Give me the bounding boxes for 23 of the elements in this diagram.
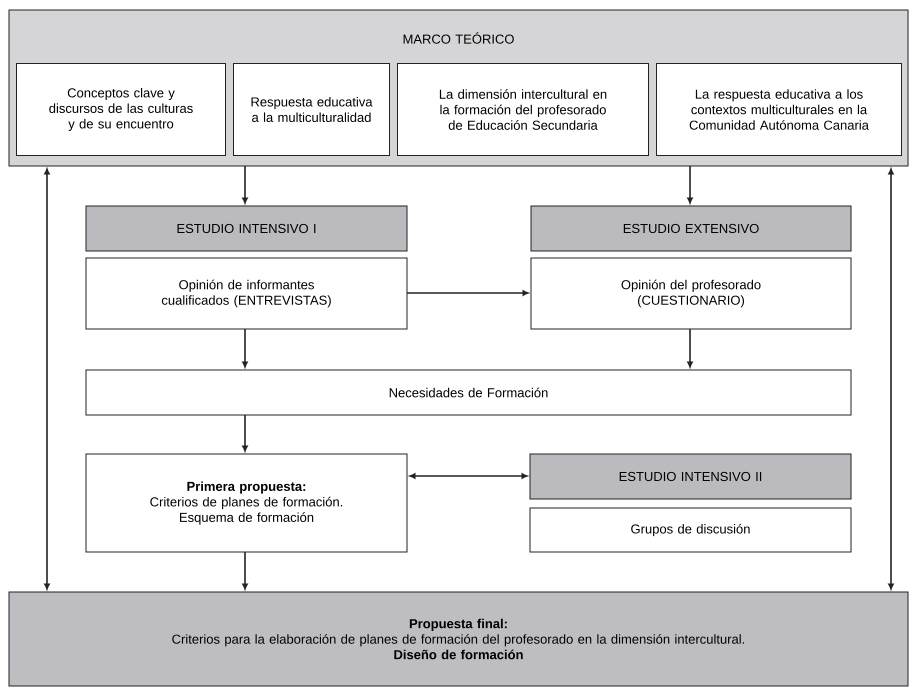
arrow <box>687 330 693 368</box>
topic-box: Respuesta educativa a la multiculturalidad <box>233 63 390 156</box>
stage-header: ESTUDIO EXTENSIVO <box>530 206 852 252</box>
arrow <box>687 166 693 204</box>
double-arrow <box>888 168 894 590</box>
process-box: Opinión de informantes cualificados (ENTREVISTAS) <box>86 258 408 330</box>
arrow <box>242 166 248 204</box>
stage-header: ESTUDIO INTENSIVO II <box>530 454 852 500</box>
process-box: Primera propuesta: Criterios de planes de formación. Esquema de formación <box>86 454 408 552</box>
arrow <box>408 290 528 296</box>
topic-box: Conceptos clave y discursos de las culturas y de su encuentro <box>16 63 226 156</box>
process-box: Necesidades de Formación <box>86 370 852 416</box>
process-box: Grupos de discusión <box>530 508 852 552</box>
double-arrow <box>44 168 50 590</box>
arrow <box>242 330 248 368</box>
process-box: Opinión del profesorado (CUESTIONARIO) <box>530 258 852 330</box>
topic-box: La respuesta educativa a los contextos multiculturales en la Comunidad Autónoma Canaria <box>656 63 902 156</box>
arrow <box>242 552 248 590</box>
final-box: Propuesta final: Criterios para la elaboración de planes de formación del profesorado en la dimensión intercultural. Diseño de formación <box>8 592 909 686</box>
topic-box: La dimensión intercultural en la formación del profesorado de Educación Secundaria <box>397 63 649 156</box>
arrow <box>242 416 248 452</box>
stage-header: ESTUDIO INTENSIVO I <box>86 206 408 252</box>
double-arrow <box>410 473 528 479</box>
